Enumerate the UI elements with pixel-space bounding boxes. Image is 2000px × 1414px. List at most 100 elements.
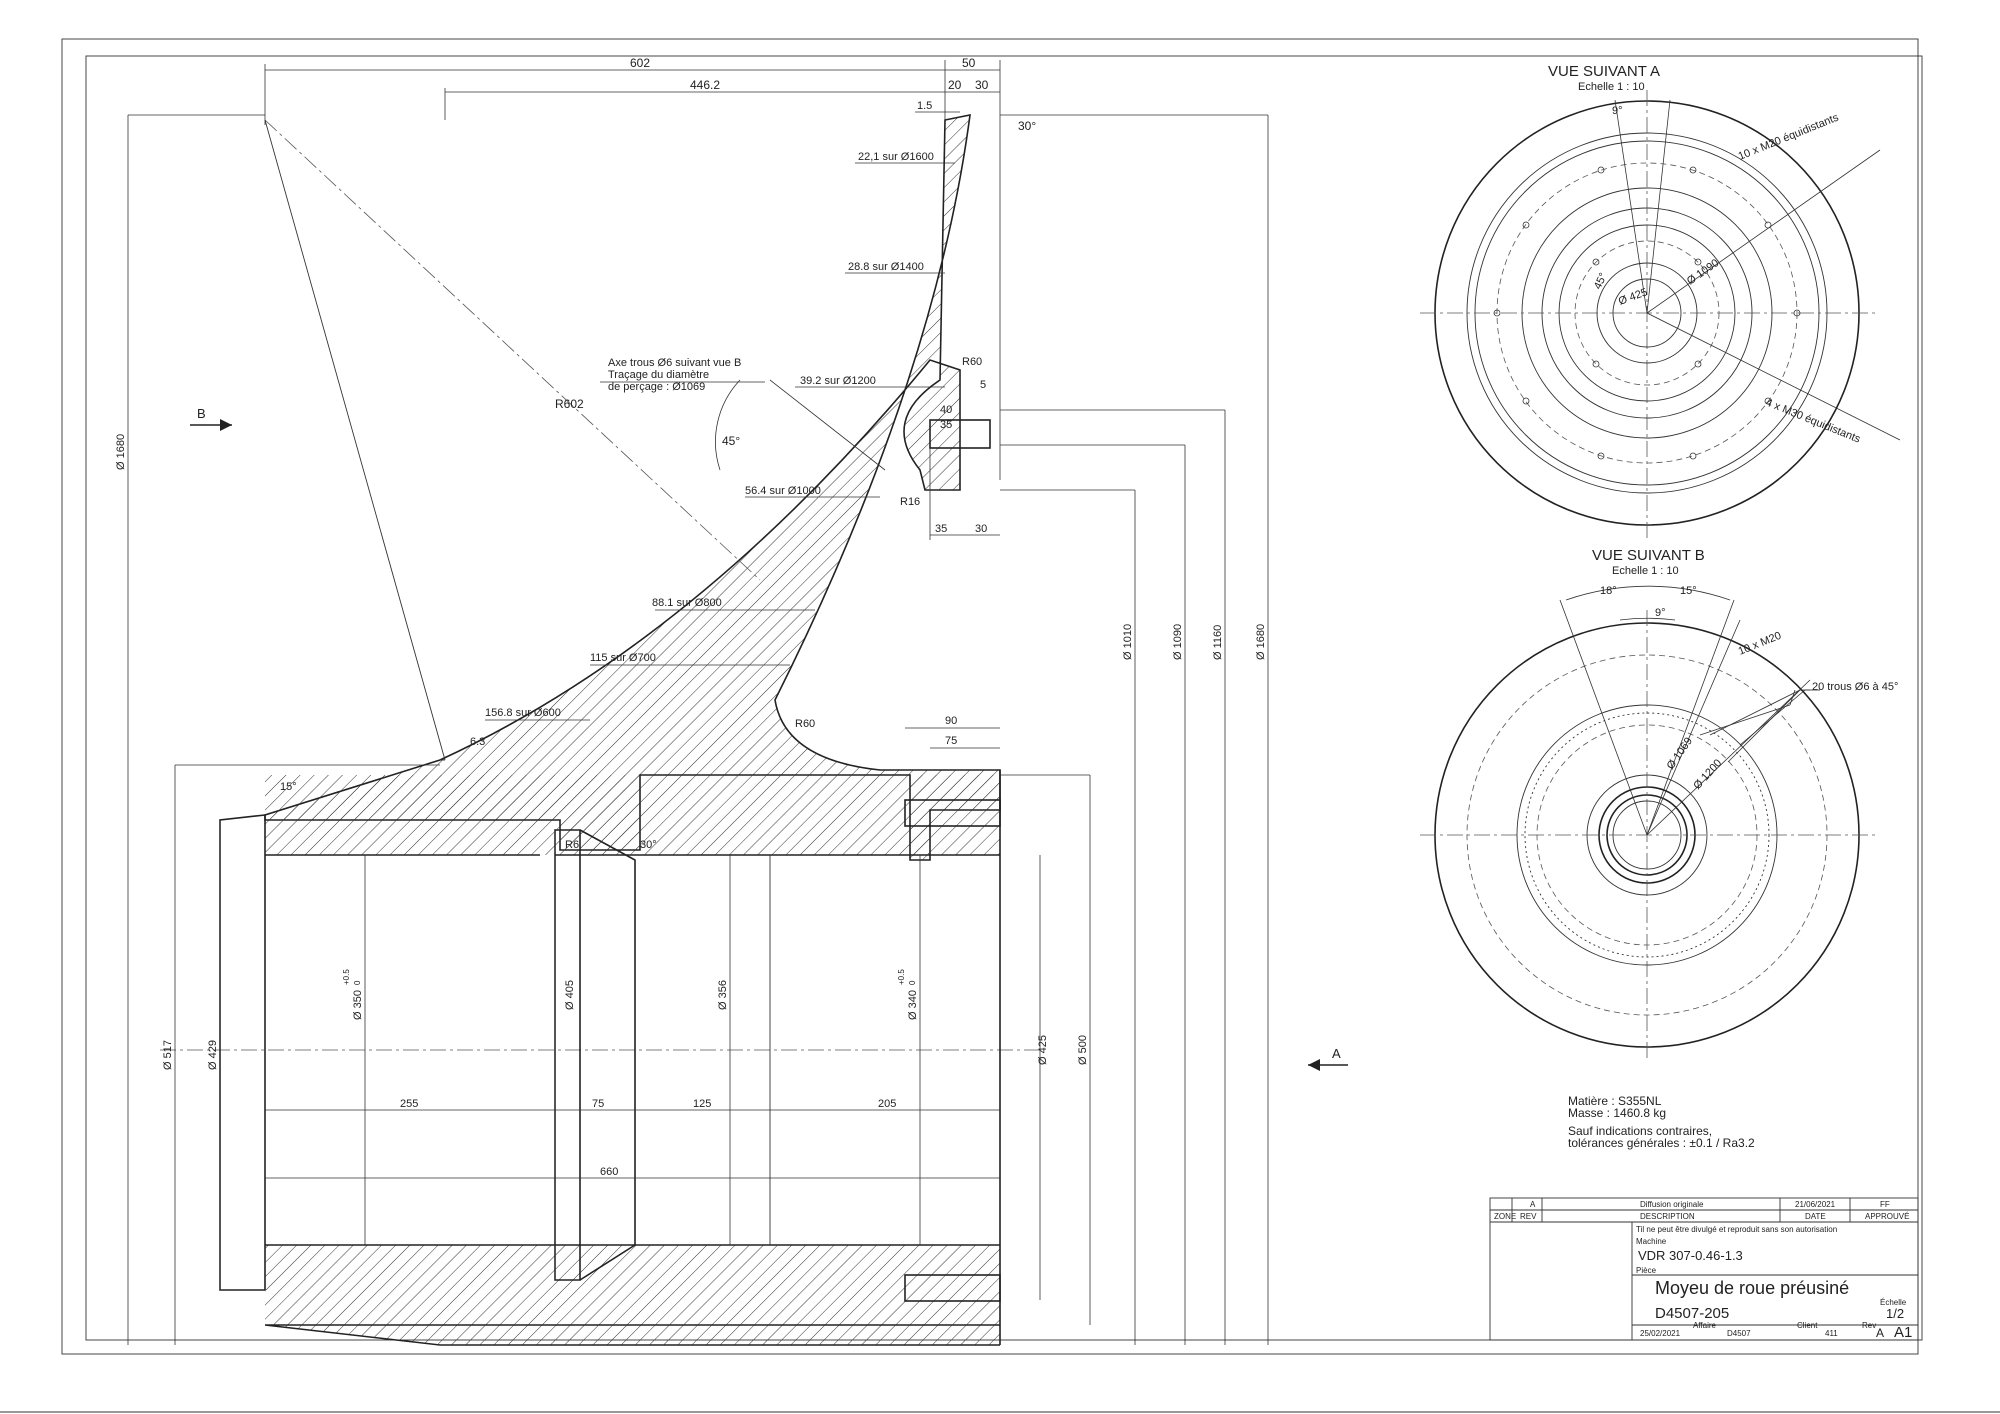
affaire-value: D4507 [1727,1329,1751,1338]
dim-1-5: 1.5 [917,100,932,112]
view-b-m20: 10 x M20 [1737,630,1783,658]
view-a-angle-45: 45° [1592,271,1610,291]
view-a-holes [1493,166,1801,460]
dia-1680-left: Ø 1680 [115,434,127,470]
view-b-dia-1200: Ø 1200 [1691,757,1724,792]
axe-note-2: Traçage du diamètre [608,369,709,381]
note-matiere: Matière : S355NL [1568,1094,1662,1108]
axe-note-1: Axe trous Ø6 suivant vue B [608,357,741,369]
dim-602: 602 [630,56,650,70]
dia-1160: Ø 1160 [1212,625,1224,660]
rev-a-date: 21/06/2021 [1795,1200,1836,1209]
piece-value: Moyeu de roue préusiné [1655,1278,1849,1298]
r602-radius-line [264,119,761,581]
dia-429: Ø 429 [207,1040,219,1070]
r602-chord [264,119,446,761]
view-b-angle-9: 9° [1655,607,1666,619]
radius-r60-bottom: R60 [795,718,815,730]
roughness-6-3: 6.3 [470,736,485,748]
dia-517: Ø 517 [162,1040,174,1070]
thickness-700: 115 sur Ø700 [590,652,656,664]
radius-r60-top: R60 [962,356,982,368]
bore-step-405 [554,829,581,1281]
dia-405: Ø 405 [564,980,576,1010]
angle-30-bore: 30° [640,839,657,851]
affaire-label: Affaire [1693,1321,1717,1330]
view-b-title: VUE SUIVANT B [1592,547,1705,564]
threaded-hole-bottom [904,1274,1001,1302]
drawing-number: D4507-205 [1655,1305,1729,1322]
section-view: 602 50 446.2 20 30 1.5 30° 22,1 sur Ø160… [115,56,1348,1346]
dim-90: 90 [945,715,957,727]
dia-1680-right: Ø 1680 [1255,624,1267,660]
dim-30-bottom: 30 [975,523,987,535]
upper-wall-hatched [265,775,1000,855]
dim-446-2: 446.2 [690,78,720,92]
thickness-1400: 28.8 sur Ø1400 [848,261,924,273]
angle-30: 30° [1018,119,1036,133]
view-a-title: VUE SUIVANT A [1548,63,1660,80]
threaded-hole-top [904,799,1001,827]
view-a-scale: Echelle 1 : 10 [1578,81,1645,93]
sheet-label: Échelle [1880,1298,1907,1307]
dim-30: 30 [975,78,989,92]
dia-350: Ø 350 [352,990,364,1020]
dia-1010: Ø 1010 [1122,624,1134,660]
angle-45: 45° [722,434,740,448]
dia-356: Ø 356 [717,980,729,1010]
rev-a-by: FF [1880,1200,1890,1209]
view-a-angle-9: 9° [1612,105,1623,117]
dim-255: 255 [400,1098,418,1110]
dim-35-top: 35 [940,419,952,431]
rev-value: A [1876,1326,1884,1340]
col-zone: ZONE [1494,1212,1516,1221]
axe-note-3: de perçage : Ø1069 [608,381,705,393]
piece-label: Pièce [1636,1266,1657,1275]
view-b-angle-18: 18° [1600,585,1617,597]
lower-wall-hatched [265,1245,1000,1325]
view-b-holes: 20 trous Ø6 à 45° [1812,681,1898,693]
radius-r6: R6 [565,839,579,851]
material-notes: Matière : S355NL Masse : 1460.8 kg Sauf … [1568,1094,1755,1150]
inner-border [85,55,1923,1341]
angle-15: 15° [280,781,297,793]
view-b-angle-15: 15° [1680,585,1697,597]
bore-taper [579,829,636,1281]
rev-a-description: Diffusion originale [1640,1200,1704,1209]
dim-75-top: 75 [945,735,957,747]
client-value: 411 [1825,1329,1838,1338]
col-description: DESCRIPTION [1640,1212,1695,1221]
dia-340: Ø 340 [907,990,919,1020]
format-value: A1 [1894,1324,1912,1341]
dim-660: 660 [600,1166,618,1178]
tol-340-lower: 0 [908,980,917,985]
machine-label: Machine [1636,1237,1667,1246]
rev-a-value: A [1530,1200,1536,1209]
rev-label: Rev [1862,1321,1876,1330]
radius-r602: R602 [555,397,584,411]
dia-425: Ø 425 [1037,1035,1049,1065]
view-b-scale: Echelle 1 : 10 [1612,565,1679,577]
thickness-1600: 22,1 sur Ø1600 [858,151,934,163]
view-a-arrowhead [1308,1059,1320,1071]
view-b-dia-1069: Ø 1069 [1665,735,1696,771]
view-a-dia-425: Ø 425 [1617,286,1649,308]
client-label: Client [1797,1321,1818,1330]
dim-40: 40 [940,404,952,416]
view-a-dia-1090: Ø 1090 [1685,257,1721,288]
tol-350-lower: 0 [353,980,362,985]
view-a-m30: 4 x M30 équidistants [1764,397,1863,446]
col-approuve: APPROUVÉ [1865,1212,1909,1221]
dim-125: 125 [693,1098,711,1110]
col-rev: REV [1520,1212,1537,1221]
sheet-value: 1/2 [1886,1306,1904,1321]
dim-50: 50 [962,56,976,70]
outer-border [61,38,1919,1355]
view-a-marker: A [1332,1046,1341,1061]
view-b-arrowhead [220,419,232,431]
created-date: 25/02/2021 [1640,1329,1681,1338]
machine-value: VDR 307-0.46-1.3 [1638,1248,1743,1263]
tol-340-upper: +0.5 [897,969,906,985]
flange-hatched-section [264,113,1001,861]
